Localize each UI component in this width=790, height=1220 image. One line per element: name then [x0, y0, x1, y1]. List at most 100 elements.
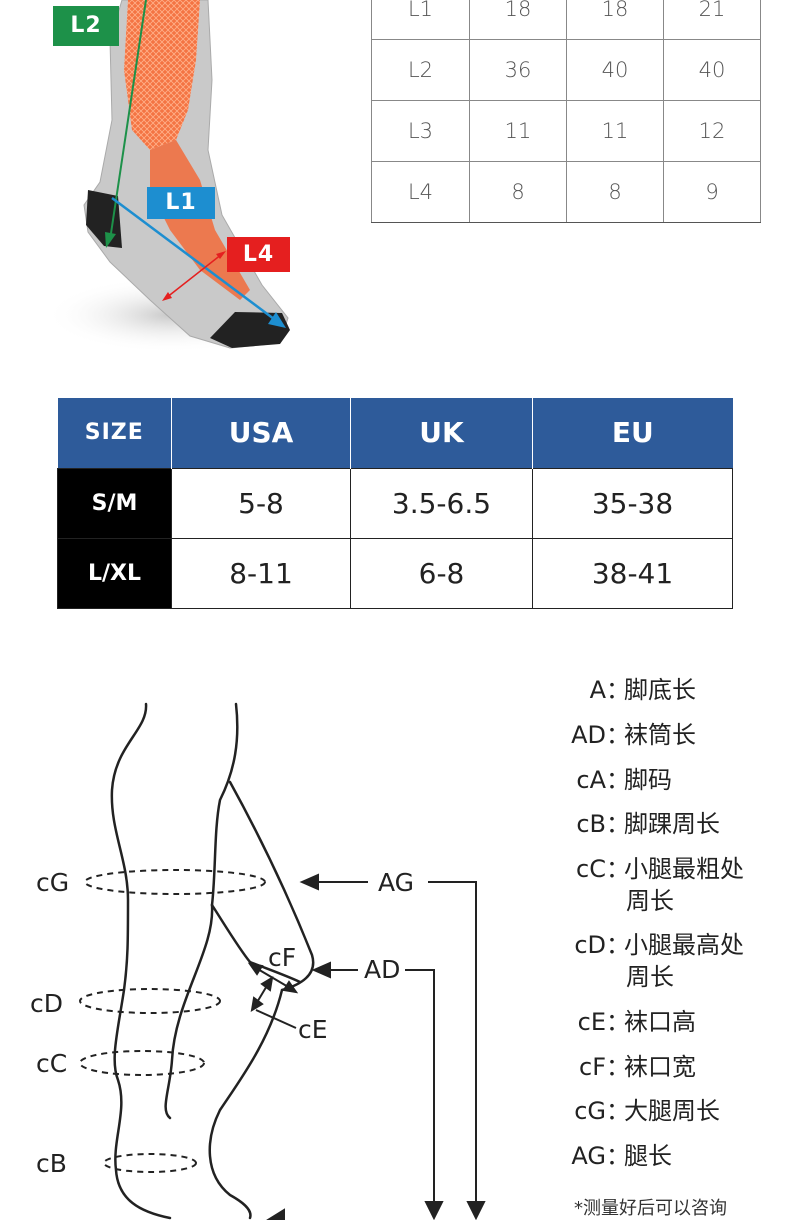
header-uk: UK	[350, 398, 533, 468]
legend-code: AD	[571, 721, 606, 749]
legend-separator: ：	[606, 766, 630, 794]
cc-label: cC	[36, 1049, 67, 1078]
size-label: S/M	[57, 467, 172, 539]
row-label: L4	[371, 161, 470, 223]
legend-separator: ：	[606, 855, 630, 883]
cd-label: cD	[30, 989, 63, 1018]
size-label: L/XL	[57, 537, 172, 609]
table-cell: 8	[469, 161, 567, 223]
legend-separator: ：	[606, 1142, 630, 1170]
legend-item: AD：袜筒长	[560, 719, 696, 751]
header-size: SIZE	[57, 398, 172, 468]
measurement-table: L1 18 18 21 L2 36 40 40 L3 11 11 12 L4 8…	[371, 0, 761, 223]
legend-desc: 腿长	[624, 1142, 672, 1170]
ce-arrow-b	[260, 976, 274, 992]
legend-item: cE：袜口高	[560, 1006, 696, 1038]
table-row: L2 36 40 40	[371, 39, 761, 101]
leg-front-thigh-outline	[210, 702, 239, 907]
legend-desc: 小腿最粗处	[624, 855, 744, 883]
table-row: L1 18 18 21	[371, 0, 761, 40]
legend-code: cA	[576, 766, 606, 794]
cc-ellipse	[79, 1050, 205, 1076]
legend-item: cD：小腿最高处 周长	[560, 929, 744, 993]
row-label: L1	[371, 0, 470, 40]
legend-separator: ：	[606, 721, 630, 749]
table-row: L4 8 8 9	[371, 161, 761, 223]
legend-item: cB：脚踝周长	[560, 808, 720, 840]
ag-length-line	[428, 881, 477, 1208]
legend-item: A：脚底长	[560, 674, 696, 706]
ad-pointer-head	[311, 961, 331, 979]
legend-desc: 袜口宽	[624, 1053, 696, 1081]
table-cell: 18	[469, 0, 567, 40]
legend-separator: ：	[606, 676, 630, 704]
l1-measure-line	[111, 196, 279, 324]
table-cell: 40	[663, 39, 761, 101]
l4-tag: L4	[227, 237, 290, 272]
legend-code: cD	[574, 931, 606, 959]
legend-item: cA：脚码	[560, 764, 672, 796]
table-row: S/M 5-8 3.5-6.5 35-38	[57, 467, 733, 539]
ad-length-head	[424, 1201, 444, 1220]
legend-desc: 袜口高	[624, 1008, 696, 1036]
sock-mesh-panel	[124, 0, 200, 150]
table-row: L/XL 8-11 6-8 38-41	[57, 537, 733, 609]
legend-desc: 大腿周长	[624, 1097, 720, 1125]
table-cell: 38-41	[532, 537, 733, 609]
legend-code: cB	[576, 810, 606, 838]
legend-desc: 袜筒长	[624, 721, 696, 749]
ad-length-line	[405, 969, 435, 1208]
table-cell: 6-8	[350, 537, 533, 609]
leg-drawing: cG cD cC cB cF cE AG AD	[30, 702, 486, 1220]
leg-shin-outline	[164, 903, 214, 1120]
cg-ellipse	[84, 869, 266, 895]
table-header-row: SIZE USA UK EU	[57, 398, 733, 468]
cf-arrow-a	[247, 962, 264, 976]
sock-drawing	[45, 0, 295, 353]
cf-label: cF	[268, 943, 296, 972]
legend-item: cF：袜口宽	[560, 1051, 696, 1083]
table-row: L3 11 11 12	[371, 100, 761, 162]
sock-front-outline	[208, 780, 315, 1220]
legend-code: cF	[579, 1053, 606, 1081]
legend-item: cG：大腿周长	[560, 1095, 720, 1127]
table-cell: 18	[566, 0, 664, 40]
legend-desc-line2: 周长	[626, 963, 674, 991]
legend-separator: ：	[606, 931, 630, 959]
l4-arrow-head-a	[162, 292, 172, 301]
leg-back-outline	[110, 702, 172, 1220]
ce-label: cE	[298, 1015, 328, 1044]
consult-note: *测量好后可以咨询	[574, 1198, 727, 1219]
legend-desc-line2: 周长	[626, 887, 674, 915]
legend-desc: 脚踝周长	[624, 810, 720, 838]
l4-arrow-head-b	[216, 251, 226, 259]
sock-top-line	[248, 960, 302, 984]
toe-arrow-hint	[266, 1208, 285, 1220]
table-cell: 9	[663, 161, 761, 223]
table-cell: 11	[469, 100, 567, 162]
cb-label: cB	[36, 1149, 67, 1178]
legend-code: cG	[574, 1097, 606, 1125]
legend-separator: ：	[606, 1008, 630, 1036]
table-cell: 8-11	[171, 537, 351, 609]
ad-label: AD	[364, 955, 400, 984]
table-cell: 11	[566, 100, 664, 162]
header-eu: EU	[532, 398, 733, 468]
legend-code: A	[589, 676, 606, 704]
legend-separator: ：	[606, 810, 630, 838]
table-cell: 21	[663, 0, 761, 40]
table-cell: 8	[566, 161, 664, 223]
table-cell: 36	[469, 39, 567, 101]
legend-desc: 脚底长	[624, 676, 696, 704]
ag-pointer-head	[299, 873, 319, 891]
l2-arrow-head	[105, 232, 116, 248]
legend-desc: 小腿最高处	[624, 931, 744, 959]
ag-label: AG	[378, 868, 414, 897]
l1-tag: L1	[147, 187, 215, 219]
legend-separator: ：	[606, 1097, 630, 1125]
legend-code: AG	[571, 1142, 606, 1170]
row-label: L3	[371, 100, 470, 162]
legend-item: cC：小腿最粗处 周长	[560, 853, 744, 917]
cd-ellipse	[79, 988, 221, 1014]
table-cell: 3.5-6.5	[350, 467, 533, 539]
